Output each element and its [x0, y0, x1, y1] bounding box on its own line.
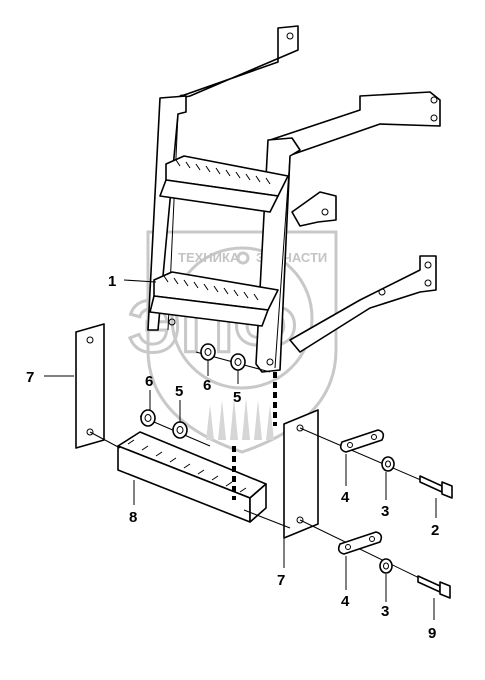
watermark-wheat-icon [206, 398, 274, 440]
washer-part-3-lower [379, 558, 393, 574]
washer-part-6-lower [140, 409, 156, 427]
leader-lines [44, 279, 437, 620]
washer-part-3-upper [381, 456, 395, 472]
link-plate-part-4-lower [337, 531, 383, 555]
callout-7-right: 7 [277, 572, 285, 589]
washer-part-6-upper [200, 343, 216, 361]
side-plate-part-7-left [75, 323, 105, 449]
callout-8: 8 [129, 509, 137, 526]
bottom-step-part-8 [117, 431, 267, 523]
callout-9: 9 [428, 625, 436, 642]
bolt-part-2 [419, 475, 453, 499]
callout-5-lower: 5 [175, 383, 183, 400]
bolt-part-9 [417, 575, 451, 599]
callout-3-lower: 3 [381, 603, 389, 620]
watermark-text-left: ТЕХНИКА [178, 250, 240, 265]
callout-1: 1 [108, 273, 116, 290]
callouts: 1 2 3 3 4 4 5 5 6 6 7 7 8 9 [26, 273, 439, 642]
callout-4-lower: 4 [341, 593, 350, 610]
callout-3-upper: 3 [381, 503, 389, 520]
callout-4-upper: 4 [341, 489, 350, 506]
callout-5-upper: 5 [233, 389, 241, 406]
washer-part-5-upper [230, 353, 246, 371]
washer-part-5-lower [172, 421, 188, 439]
side-plate-part-7-right [283, 409, 319, 539]
callout-7-left: 7 [26, 369, 34, 386]
watermark-gear-icon [236, 251, 250, 265]
ladder-frame-part-1 [147, 25, 441, 373]
callout-6-upper: 6 [203, 377, 211, 394]
callout-6-lower: 6 [145, 373, 153, 390]
link-plate-part-4-upper [339, 429, 385, 453]
callout-2: 2 [431, 522, 439, 539]
